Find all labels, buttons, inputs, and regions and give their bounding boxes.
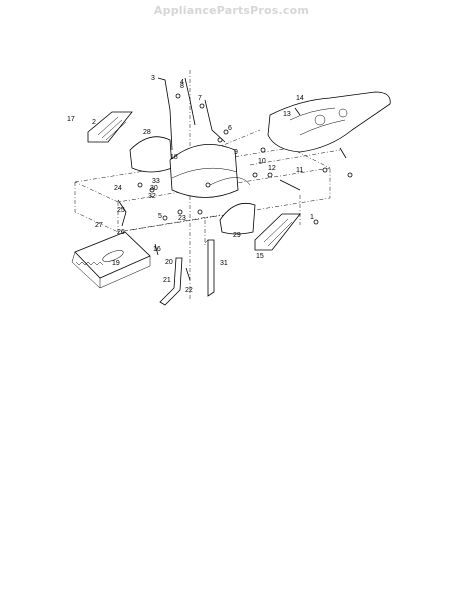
callout-25: 25	[117, 207, 125, 214]
tine-hood-part	[169, 144, 251, 198]
callout-6: 6	[228, 125, 232, 132]
callout-2: 2	[92, 119, 96, 126]
callout-20: 20	[165, 259, 173, 266]
watermark: AppliancePartsPros.com	[153, 4, 310, 17]
callout-15: 15	[256, 253, 264, 260]
callout-26: 26	[117, 229, 125, 236]
callout-33: 33	[152, 178, 160, 185]
flap-part	[71, 231, 151, 289]
callout-28: 28	[143, 129, 151, 136]
callout-32: 32	[148, 193, 156, 200]
callout-30: 30	[150, 185, 158, 192]
callout-22: 22	[185, 287, 193, 294]
transmission-housing-part	[267, 91, 391, 153]
callout-14: 14	[296, 95, 304, 102]
right-fender-part	[254, 213, 301, 251]
callout-17: 17	[67, 116, 75, 123]
callout-23: 23	[178, 215, 186, 222]
depth-bar-part	[159, 257, 183, 306]
callout-13: 13	[283, 111, 291, 118]
left-fender-part	[87, 111, 133, 143]
bracket-part	[204, 239, 215, 297]
callout-4: 4	[180, 79, 184, 86]
callout-5: 5	[158, 213, 162, 220]
callout-10: 10	[258, 158, 266, 165]
callout-3: 3	[151, 75, 155, 82]
side-shield-part	[219, 202, 256, 235]
callout-1: 1	[310, 214, 314, 221]
callout-21: 21	[163, 277, 171, 284]
callout-18: 18	[170, 154, 178, 161]
callout-31: 31	[220, 260, 228, 267]
shield-part	[129, 136, 173, 173]
callout-27: 27	[95, 222, 103, 229]
callout-24: 24	[114, 185, 122, 192]
callout-29: 29	[233, 232, 241, 239]
callout-19: 19	[112, 260, 120, 267]
callout-11: 11	[296, 167, 303, 174]
callout-9: 9	[234, 149, 238, 156]
callout-7: 7	[198, 95, 202, 102]
callout-12: 12	[268, 165, 276, 172]
callout-8: 8	[180, 83, 184, 90]
callout-labels: 1 2 3 4 5 6 7 8 9 10 11 12 13 14 15 16 1…	[67, 75, 314, 294]
hardware-fasteners	[117, 93, 353, 281]
callout-16: 16	[153, 246, 161, 253]
